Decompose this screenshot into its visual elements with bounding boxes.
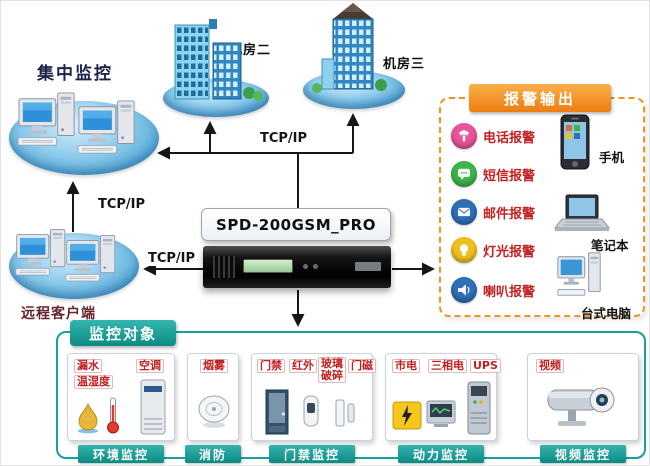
email-alarm-icon	[451, 199, 477, 225]
workstation-icon	[77, 100, 135, 154]
building-room3-icon	[312, 3, 387, 93]
desktop-label: 台式电脑	[581, 306, 632, 321]
sensor-label: 温湿度	[74, 375, 113, 389]
alarm-item-sms: 短信报警	[451, 161, 535, 187]
smartphone-icon	[560, 114, 590, 170]
air-conditioner-icon	[140, 379, 166, 435]
tcpip-label-left: TCP/IP	[95, 197, 149, 212]
sensor-label: UPS	[470, 359, 501, 373]
laptop-label: 笔记本	[591, 238, 629, 253]
power-meter-icon	[426, 400, 456, 427]
alarm-item-horn: 喇叭报警	[451, 277, 535, 303]
device-logo	[355, 262, 381, 271]
door-icon	[265, 389, 289, 435]
sensor-label: 烟雾	[200, 359, 228, 373]
spd-device	[203, 246, 391, 288]
device-button	[303, 264, 308, 269]
sensor-label: 空调	[136, 359, 164, 373]
group-video: 视频	[527, 353, 639, 441]
mains-power-icon	[392, 401, 422, 430]
sensor-label: 市电	[392, 359, 420, 373]
smoke-detector-icon	[198, 395, 230, 428]
door-magnet-icon	[335, 399, 355, 427]
light-alarm-icon	[451, 237, 477, 263]
device-lcd-display	[243, 259, 293, 273]
horn-alarm-icon	[451, 277, 477, 303]
group-power: 市电 三相电 UPS	[385, 353, 501, 441]
monitor-objects-section: 监控对象 漏水 温湿度 空调 烟雾	[56, 320, 646, 463]
alarm-item-label: 喇叭报警	[483, 284, 536, 300]
sensor-label: 视频	[536, 359, 564, 373]
sensor-label: 门磁	[348, 359, 376, 373]
building-room2-icon	[174, 19, 263, 101]
sms-alarm-icon	[451, 161, 477, 187]
device-button	[313, 264, 318, 269]
device-vents	[213, 256, 235, 278]
group-access: 门禁 红外 玻璃破碎 门磁	[251, 353, 376, 441]
alarm-output-title: 报警输出	[469, 84, 611, 112]
sensor-label: 三相电	[428, 359, 467, 373]
group-chip-power: 动力监控	[398, 445, 484, 463]
infrared-sensor-icon	[303, 395, 319, 427]
sensor-label: 红外	[289, 359, 317, 373]
room3-label: 机房三	[383, 57, 426, 72]
alarm-item-label: 邮件报警	[483, 206, 536, 222]
desktop-computer-icon	[557, 252, 601, 296]
group-environment: 漏水 温湿度 空调	[67, 353, 175, 441]
group-chip-video: 视频监控	[540, 445, 626, 463]
cctv-camera-icon	[547, 387, 615, 426]
sensor-label: 门禁	[257, 359, 285, 373]
tcpip-label-remote: TCP/IP	[145, 251, 199, 266]
alarm-item-telephone: 电话报警	[451, 123, 535, 149]
alarm-item-label: 灯光报警	[483, 244, 536, 260]
workstation-icon	[15, 229, 66, 276]
sensor-label: 漏水	[74, 359, 102, 373]
remote-client-label: 远程客户端	[21, 306, 96, 322]
tcpip-label-top: TCP/IP	[257, 131, 311, 146]
group-chip-environment: 环境监控	[78, 445, 164, 463]
central-monitor-label: 集中监控	[37, 64, 113, 84]
alarm-item-email: 邮件报警	[451, 199, 535, 225]
group-chip-fire: 消防	[185, 445, 241, 463]
smartphone-label: 手机	[599, 150, 625, 165]
alarm-item-label: 短信报警	[483, 168, 536, 184]
ups-icon	[467, 381, 491, 435]
workstation-icon	[17, 92, 75, 146]
group-fire: 烟雾	[187, 353, 239, 441]
laptop-icon	[553, 194, 611, 231]
sensor-label: 玻璃破碎	[318, 357, 346, 383]
thermometer-icon	[107, 397, 119, 434]
device-title: SPD-200GSM_PRO	[201, 208, 391, 241]
alarm-item-label: 电话报警	[483, 130, 536, 146]
group-chip-access: 门禁监控	[269, 445, 355, 463]
telephone-alarm-icon	[451, 123, 477, 149]
monitor-objects-title: 监控对象	[70, 320, 176, 346]
alarm-output-panel: 报警输出 电话报警 短信报警 邮件报警 灯光报警	[439, 84, 645, 321]
alarm-item-light: 灯光报警	[451, 237, 535, 263]
water-leak-icon	[78, 402, 98, 434]
device-title-text: SPD-200GSM_PRO	[216, 215, 376, 234]
workstation-icon	[65, 235, 116, 282]
